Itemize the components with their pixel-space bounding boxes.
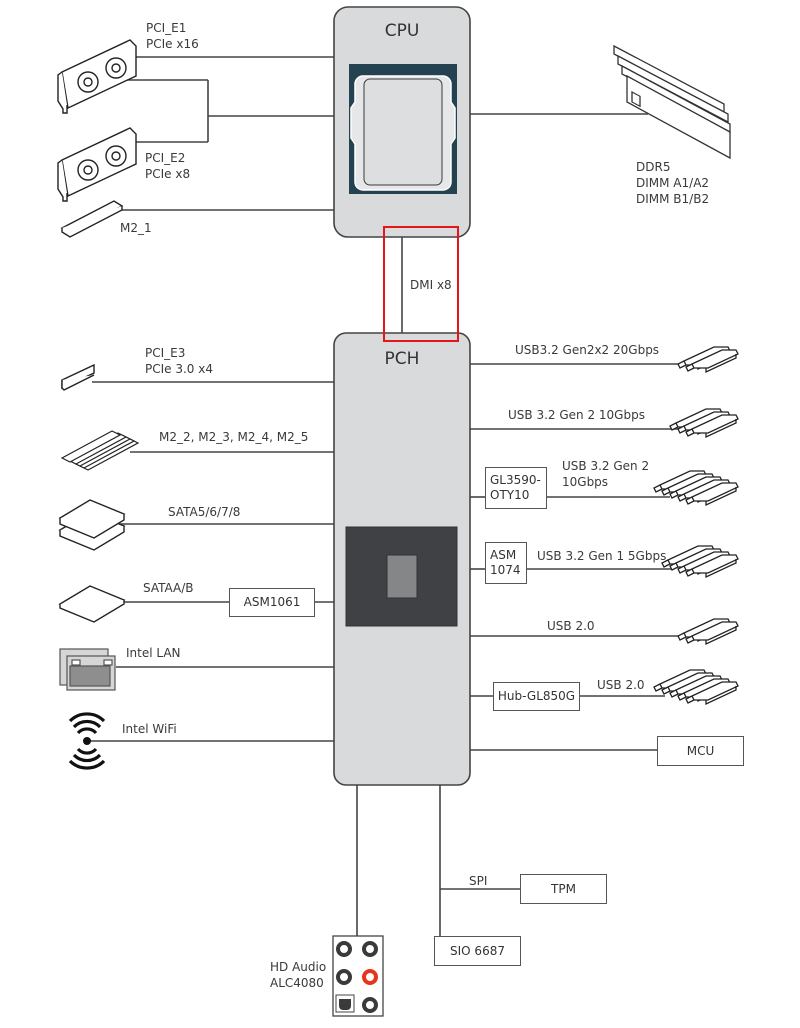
dmi-highlight-box [383,226,459,342]
usb-ports-icon [661,545,739,579]
usb20-hub-label: USB 2.0 [597,678,645,692]
pci-e2-speed: PCIe x8 [145,167,191,181]
gl850g-hub-chip: Hub-GL850G [493,682,580,711]
graphics-card-icon [57,39,137,114]
alc4080-label: ALC4080 [270,976,324,990]
audio-jacks-icon [332,935,384,1017]
gl3590-chip: GL3590- OTY10 [485,467,547,509]
intel-lan-label: Intel LAN [126,646,181,660]
pch-title: PCH [384,349,420,369]
usb-ports-icon [653,669,739,706]
graphics-card-icon [57,127,137,202]
ethernet-port-icon [59,648,116,691]
mcu-chip: MCU [657,736,744,766]
usb-10g-hub-speed: 10Gbps [562,475,609,489]
sata-drives-icon [58,499,126,551]
usb-ports-icon [653,470,739,507]
cpu-title: CPU [384,21,420,41]
asm1074-chip: ASM 1074 [485,542,527,584]
usb-ports-icon [669,408,739,439]
ram-modules-icon [613,44,731,160]
asm1061-chip: ASM1061 [229,588,315,617]
usb-ports-icon [677,346,739,374]
pci-e3-speed: PCIe 3.0 x4 [145,362,213,376]
tpm-chip: TPM [520,874,607,904]
wifi-icon [68,712,106,770]
sata-drives-icon [58,585,126,623]
ddr5-label: DDR5 [636,160,671,174]
usb-10g-hub-label: USB 3.2 Gen 2 [562,459,650,473]
pch-chip-icon [345,526,458,627]
m2-group-label: M2_2, M2_3, M2_4, M2_5 [159,430,309,444]
m2-1-label: M2_1 [120,221,152,235]
dmi-label: DMI x8 [410,278,452,292]
usb-ports-icon [677,618,739,646]
cpu-chip-icon [349,64,457,194]
intel-wifi-label: Intel WiFi [122,722,177,736]
usb-5g-label: USB 3.2 Gen 1 5Gbps [537,549,667,563]
connection-lines [90,56,688,936]
hd-audio-label: HD Audio [270,960,327,974]
sio-chip: SIO 6687 [434,936,521,966]
m2-ssd-icon [60,200,124,238]
pci-e3-label: PCI_E3 [145,346,186,360]
usb-20g-label: USB3.2 Gen2x2 20Gbps [515,343,660,357]
usb-10g-label: USB 3.2 Gen 2 10Gbps [508,408,645,422]
spi-label: SPI [469,874,488,888]
pci-e2-label: PCI_E2 [145,151,186,165]
dimm-b-label: DIMM B1/B2 [636,192,710,206]
pci-e1-speed: PCIe x16 [146,37,199,51]
dimm-a-label: DIMM A1/A2 [636,176,710,190]
pcie-slot-icon [61,363,95,391]
sata-5-8-label: SATA5/6/7/8 [168,505,241,519]
sata-ab-label: SATAA/B [143,581,194,595]
usb20-label: USB 2.0 [547,619,595,633]
pci-e1-label: PCI_E1 [146,21,187,35]
m2-ssd-stack-icon [60,430,140,471]
